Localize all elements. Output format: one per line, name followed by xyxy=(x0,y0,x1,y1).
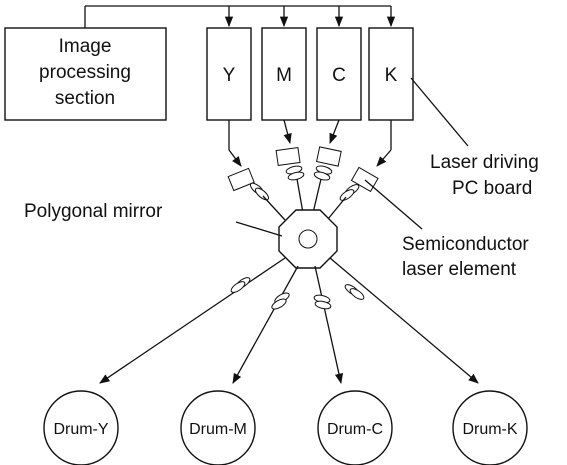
board-to-laser-arrows xyxy=(228,119,392,167)
drum-y xyxy=(43,390,119,465)
drum-m-label: Drum-M xyxy=(189,421,247,438)
board-y-label: Y xyxy=(223,65,236,86)
polygon-mirror-label: Polygonal mirror xyxy=(24,201,163,222)
beam-to-drum-y xyxy=(99,257,286,384)
laser-board-label-line1: Laser driving xyxy=(430,152,539,173)
laser-element-y xyxy=(227,167,270,201)
board-m xyxy=(261,27,307,121)
board-k xyxy=(368,27,414,121)
board-m-label: M xyxy=(276,65,292,86)
image-processing-box xyxy=(4,27,167,121)
drum-k xyxy=(452,390,528,465)
board-k-label: K xyxy=(385,65,398,86)
board-c-label: C xyxy=(332,65,346,86)
drum-y-label: Drum-Y xyxy=(53,421,108,438)
laser-element-label-line1: Semiconductor xyxy=(402,234,529,255)
drum-c xyxy=(317,390,393,465)
board-y xyxy=(206,27,252,121)
laser-element-leader xyxy=(364,179,423,230)
laser-element-k xyxy=(339,166,379,201)
laser-beams-in xyxy=(262,178,347,221)
polygon-mirror-leader xyxy=(235,221,283,237)
laser-element-label-line2: laser element xyxy=(402,259,517,280)
image-processing-label-line1: Image xyxy=(59,36,112,57)
beam-to-drum-k xyxy=(329,257,479,384)
image-processing-label-line2: processing xyxy=(39,62,131,83)
drum-m xyxy=(180,390,256,465)
laser-element-c xyxy=(313,146,342,181)
laser-board-label-line2: PC board xyxy=(452,178,532,199)
image-processing-label-line3: section xyxy=(55,88,115,109)
beam-to-drum-c xyxy=(313,265,344,385)
laser-element-m xyxy=(275,146,305,181)
polygonal-mirror xyxy=(278,209,338,269)
data-bus xyxy=(84,5,396,28)
beam-to-drum-m xyxy=(232,265,299,384)
drum-c-label: Drum-C xyxy=(327,421,383,438)
drum-k-label: Drum-K xyxy=(462,421,517,438)
laser-board-leader xyxy=(410,77,469,147)
